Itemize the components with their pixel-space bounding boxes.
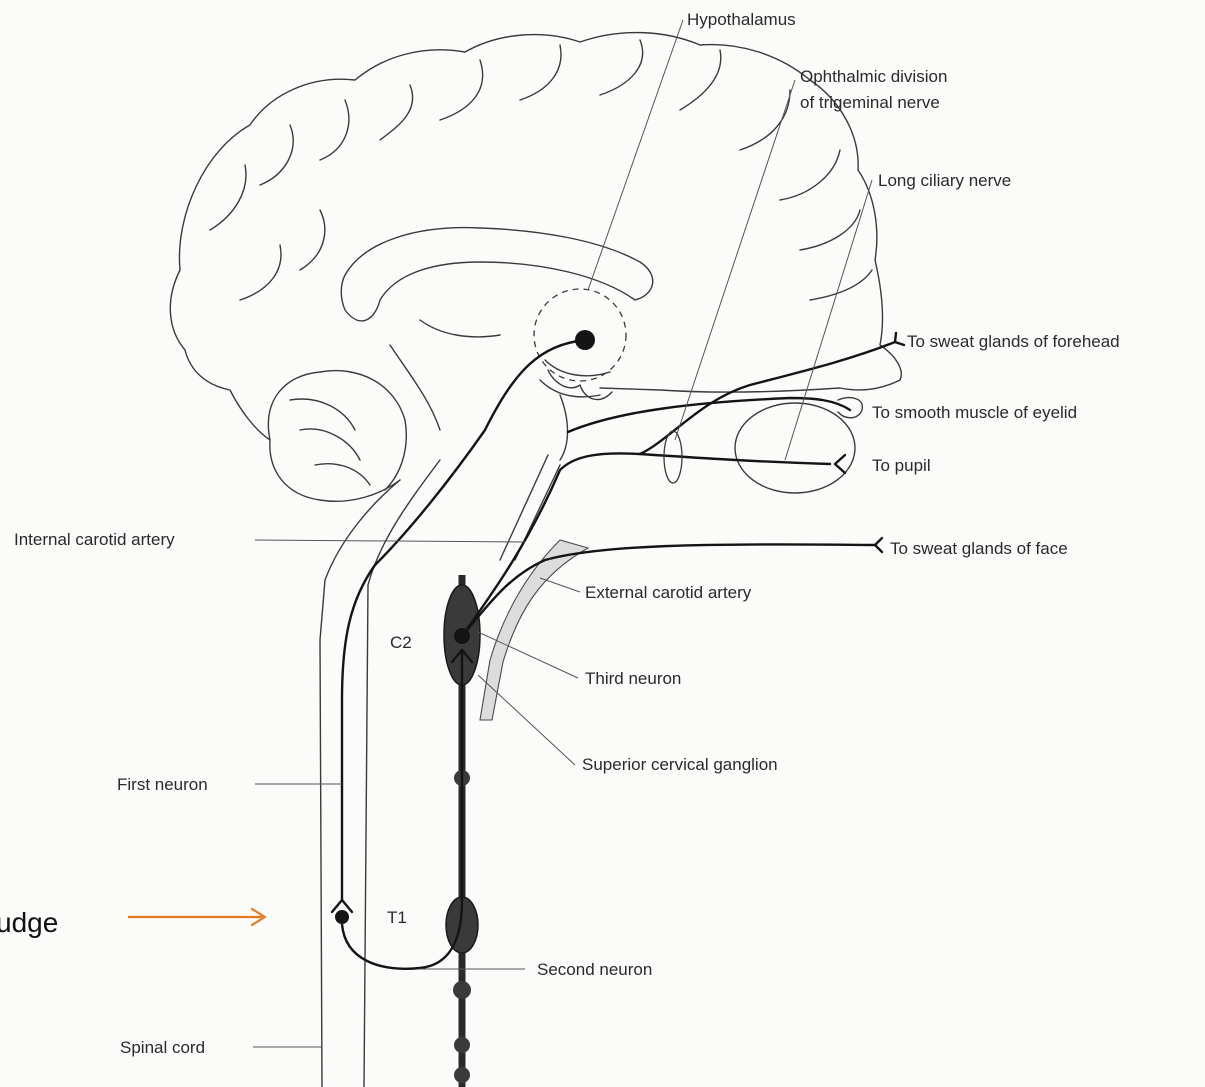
label-external-carotid: External carotid artery xyxy=(585,583,752,602)
leader-long-ciliary xyxy=(785,180,872,460)
label-sweat-forehead: To sweat glands of forehead xyxy=(907,332,1120,351)
leader-external-carotid xyxy=(540,578,580,592)
face-terminal xyxy=(875,538,882,552)
leader-internal-carotid xyxy=(255,540,525,542)
label-second-neuron: Second neuron xyxy=(537,960,652,979)
annotation-text: udge xyxy=(0,907,58,938)
label-internal-carotid: Internal carotid artery xyxy=(14,530,175,549)
chain-ganglion xyxy=(453,981,471,999)
chain-ganglion xyxy=(454,1037,470,1053)
forehead-terminal xyxy=(895,333,904,345)
leader-hypothalamus xyxy=(588,20,683,290)
eye-globe xyxy=(735,403,855,493)
corpus-callosum xyxy=(341,228,652,321)
label-ophthalmic-2: of trigeminal nerve xyxy=(800,93,940,112)
spinal-cord-inner xyxy=(364,460,440,1087)
label-hypothalamus: Hypothalamus xyxy=(687,10,796,29)
label-pupil: To pupil xyxy=(872,456,931,475)
cerebellum xyxy=(268,371,406,490)
label-long-ciliary: Long ciliary nerve xyxy=(878,171,1011,190)
first-neuron-cell xyxy=(575,330,595,350)
label-superior-cervical: Superior cervical ganglion xyxy=(582,755,778,774)
leader-ophthalmic xyxy=(675,80,795,440)
label-sweat-face: To sweat glands of face xyxy=(890,539,1068,558)
label-first-neuron: First neuron xyxy=(117,775,208,794)
label-ophthalmic-1: Ophthalmic division xyxy=(800,67,947,86)
pupil-terminal xyxy=(835,455,845,473)
second-neuron-cell xyxy=(335,910,349,924)
chain-ganglion xyxy=(454,1067,470,1083)
label-c2: C2 xyxy=(390,633,412,652)
external-carotid-vessel xyxy=(480,540,588,720)
brain-gyri xyxy=(210,40,872,300)
label-smooth-muscle: To smooth muscle of eyelid xyxy=(872,403,1077,422)
internal-carotid-vessel xyxy=(500,455,560,560)
eyelid xyxy=(838,398,862,418)
label-spinal-cord: Spinal cord xyxy=(120,1038,205,1057)
label-third-neuron: Third neuron xyxy=(585,669,681,688)
label-t1: T1 xyxy=(387,908,407,927)
